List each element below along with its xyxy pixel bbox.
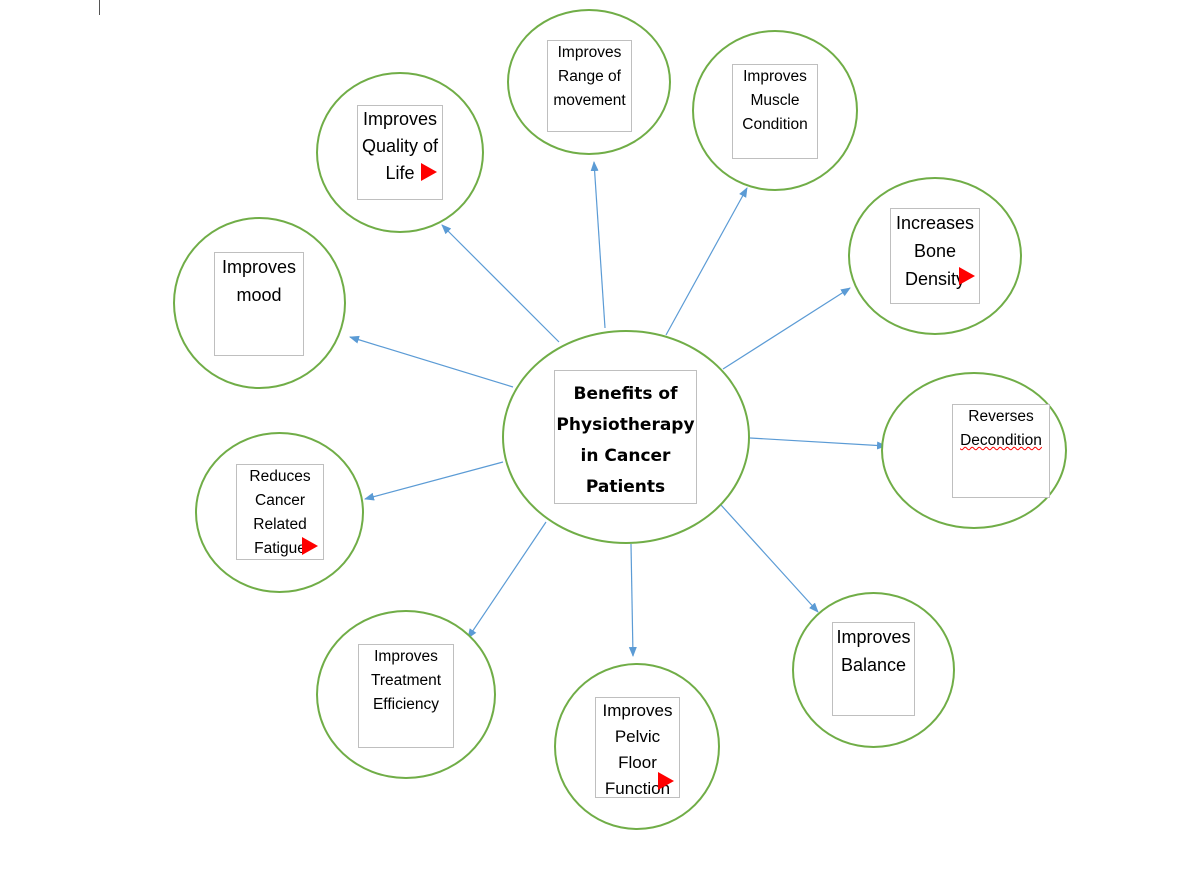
arrow-to-cancer-fatigue: [364, 461, 504, 501]
arrow-to-balance: [720, 504, 819, 613]
red-triangle-marker-icon: [959, 267, 975, 285]
red-triangle-marker-icon: [421, 163, 437, 181]
node-label-mood: Improves mood: [214, 252, 304, 356]
red-triangle-marker-icon: [302, 537, 318, 555]
reverses-label-line1: Reverses: [968, 408, 1034, 425]
arrow-to-quality-of-life: [441, 224, 560, 343]
red-triangle-marker-icon: [658, 772, 674, 790]
reverses-label-line2-misspelled: Decondition: [960, 432, 1042, 449]
arrow-to-range-of-movement: [590, 161, 606, 329]
text-cursor-icon: [99, 0, 100, 15]
node-label-quality-of-life: Improves Quality of Life: [357, 105, 443, 200]
arrow-to-mood: [349, 335, 514, 388]
node-label-pelvic-floor: Improves Pelvic Floor Function: [595, 697, 680, 798]
node-label-bone-density: Increases Bone Density: [890, 208, 980, 304]
node-label-treatment-efficiency: Improves Treatment Efficiency: [358, 644, 454, 748]
arrow-to-treatment-efficiency: [467, 521, 547, 639]
node-label-muscle-condition: Improves Muscle Condition: [732, 64, 818, 159]
node-label-range-of-movement: Improves Range of movement: [547, 40, 632, 132]
node-label-balance: Improves Balance: [832, 622, 915, 716]
arrow-to-bone-density: [722, 287, 851, 370]
arrow-to-pelvic-floor: [628, 543, 637, 657]
arrow-to-muscle-condition: [665, 187, 748, 336]
center-node-label: Benefits of Physiotherapy in Cancer Pati…: [554, 370, 697, 504]
arrow-to-reverses-decondition: [749, 437, 887, 450]
